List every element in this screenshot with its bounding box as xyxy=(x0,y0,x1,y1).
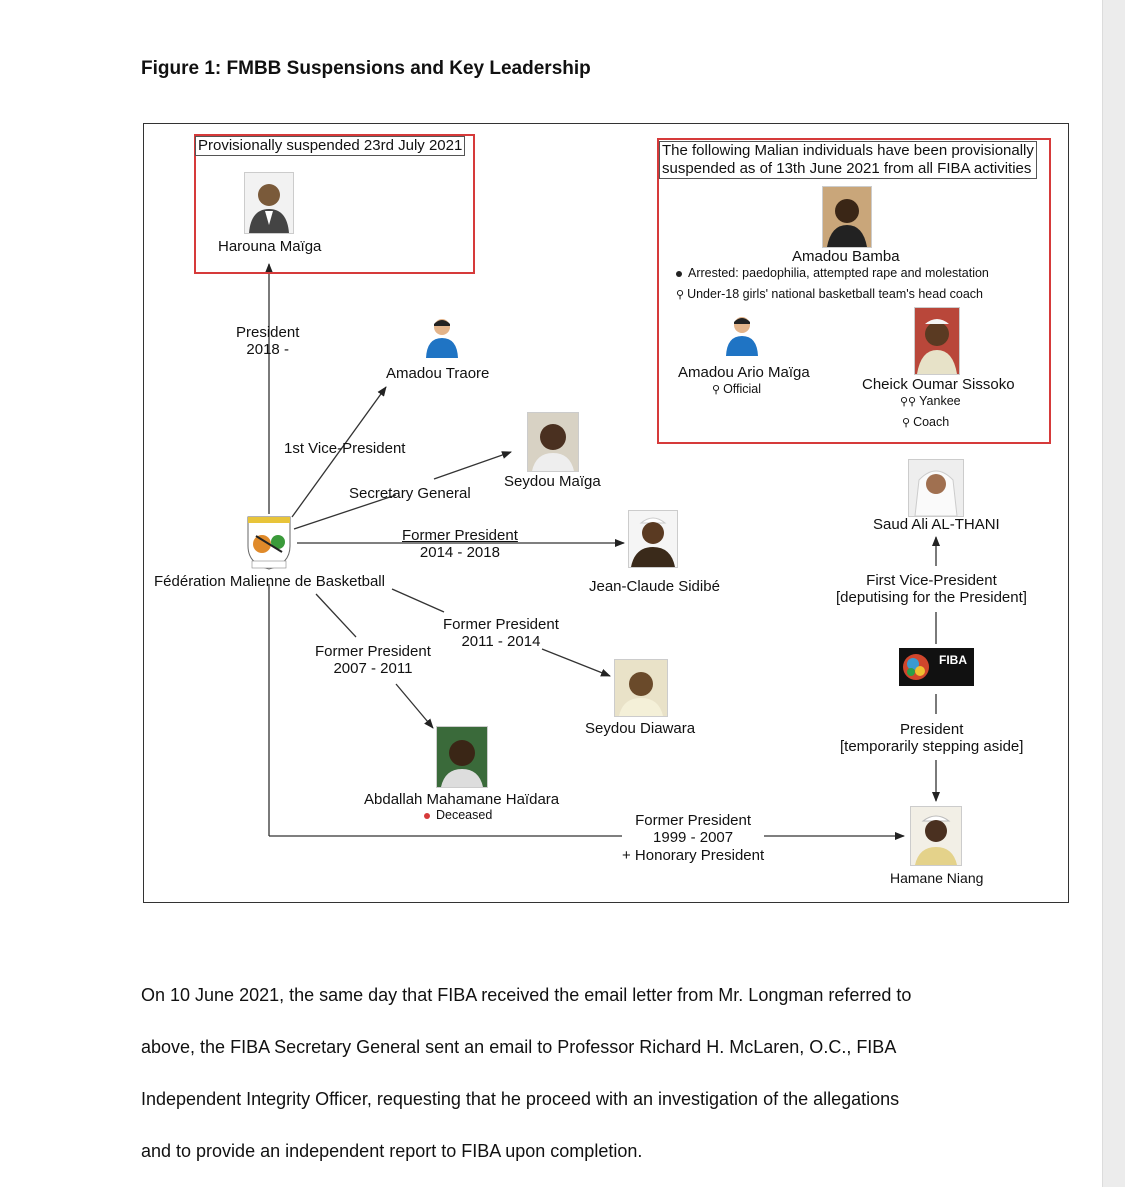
line-vice xyxy=(291,386,387,518)
photo-seydou-diawara xyxy=(614,659,668,717)
line-haidara-1 xyxy=(315,593,357,638)
people-icon: ⚲⚲ xyxy=(900,396,917,408)
label-former-president-2007-2011: Former President 2007 - 2011 xyxy=(315,643,431,678)
label-1st-vice-president: 1st Vice-President xyxy=(284,440,406,457)
name-abdallah-haidara: Abdallah Mahamane Haïdara xyxy=(364,791,560,808)
bullet-icon xyxy=(424,812,430,819)
name-jean-claude-sidibe: Jean-Claude Sidibé xyxy=(589,578,720,595)
bullet-icon xyxy=(676,270,682,277)
suspension-caption-july: Provisionally suspended 23rd July 2021 xyxy=(195,136,466,156)
ario-role: ⚲Official xyxy=(712,382,762,396)
label-secretary-general: Secretary General xyxy=(349,485,471,502)
bamba-note-role: ⚲Under-18 girls' national basketball tea… xyxy=(676,287,983,301)
page-edge-shadow xyxy=(1102,0,1125,1187)
line-diawara-1 xyxy=(391,588,445,613)
label-fiba-first-vice-president: First Vice-President [deputising for the… xyxy=(836,572,1027,607)
fiba-logo-icon: FIBA xyxy=(899,648,974,686)
photo-amadou-bamba xyxy=(822,186,872,248)
name-federation: Fédération Malienne de Basketball xyxy=(154,573,385,590)
name-hamane-niang: Hamane Niang xyxy=(890,870,984,886)
person-icon: ⚲ xyxy=(676,289,685,301)
label-fiba-president: President [temporarily stepping aside] xyxy=(840,721,1024,756)
sissoko-role-coach: ⚲Coach xyxy=(902,415,950,429)
body-line-2: above, the FIBA Secretary General sent a… xyxy=(141,1037,897,1057)
person-icon: ⚲ xyxy=(902,417,911,429)
body-line-4: and to provide an independent report to … xyxy=(141,1141,643,1161)
connector-lines xyxy=(247,263,940,840)
haidara-deceased: Deceased xyxy=(424,808,492,822)
photo-harouna-maiga xyxy=(244,172,294,234)
line-haidara-2 xyxy=(395,683,434,729)
label-president-2018: President 2018 - xyxy=(236,324,300,359)
line-diawara-2 xyxy=(541,648,611,677)
person-icon: ⚲ xyxy=(712,384,721,396)
suspension-box-2021-07 xyxy=(194,134,475,274)
name-saud-ali-al-thani: Saud Ali AL-THANI xyxy=(873,516,1000,533)
photo-jean-claude-sidibe xyxy=(628,510,678,568)
name-seydou-maiga: Seydou Maïga xyxy=(504,473,601,490)
photo-hamane-niang xyxy=(910,806,962,866)
photo-abdallah-haidara xyxy=(436,726,488,788)
body-line-3: Independent Integrity Officer, requestin… xyxy=(141,1089,900,1109)
name-amadou-ario-maiga: Amadou Ario Maïga xyxy=(678,364,810,381)
name-harouna-maiga: Harouna Maïga xyxy=(218,238,322,255)
avatar-amadou-ario-maiga xyxy=(724,314,760,356)
label-former-president-2014-2018: Former President 2014 - 2018 xyxy=(402,527,518,562)
suspension-caption-june: The following Malian individuals have be… xyxy=(659,141,1037,179)
suspension-box-2021-06 xyxy=(657,138,1051,444)
name-amadou-traore: Amadou Traore xyxy=(386,365,490,382)
name-seydou-diawara: Seydou Diawara xyxy=(585,720,696,737)
name-cheick-oumar-sissoko: Cheick Oumar Sissoko xyxy=(862,376,1015,393)
line-secgen-2 xyxy=(433,451,512,480)
photo-saud-ali-al-thani xyxy=(908,459,964,517)
bamba-note-arrest: Arrested: paedophilia, attempted rape an… xyxy=(676,266,989,280)
avatar-amadou-traore xyxy=(424,316,460,358)
photo-cheick-oumar-sissoko xyxy=(914,307,960,375)
diagram-frame: Provisionally suspended 23rd July 2021 H… xyxy=(143,123,1069,903)
photo-seydou-maiga xyxy=(527,412,579,472)
basketball-icon xyxy=(903,654,929,680)
name-amadou-bamba: Amadou Bamba xyxy=(792,248,900,265)
sissoko-role-yankee: ⚲⚲Yankee xyxy=(900,394,961,408)
body-line-1: On 10 June 2021, the same day that FIBA … xyxy=(141,985,912,1005)
figure-title: Figure 1: FMBB Suspensions and Key Leade… xyxy=(141,58,591,79)
fmbb-logo-icon xyxy=(247,516,291,570)
label-former-president-1999-2007: Former President 1999 - 2007 + Honorary … xyxy=(622,812,765,864)
line-secgen xyxy=(293,494,397,530)
label-former-president-2011-2014: Former President 2011 - 2014 xyxy=(443,616,559,651)
